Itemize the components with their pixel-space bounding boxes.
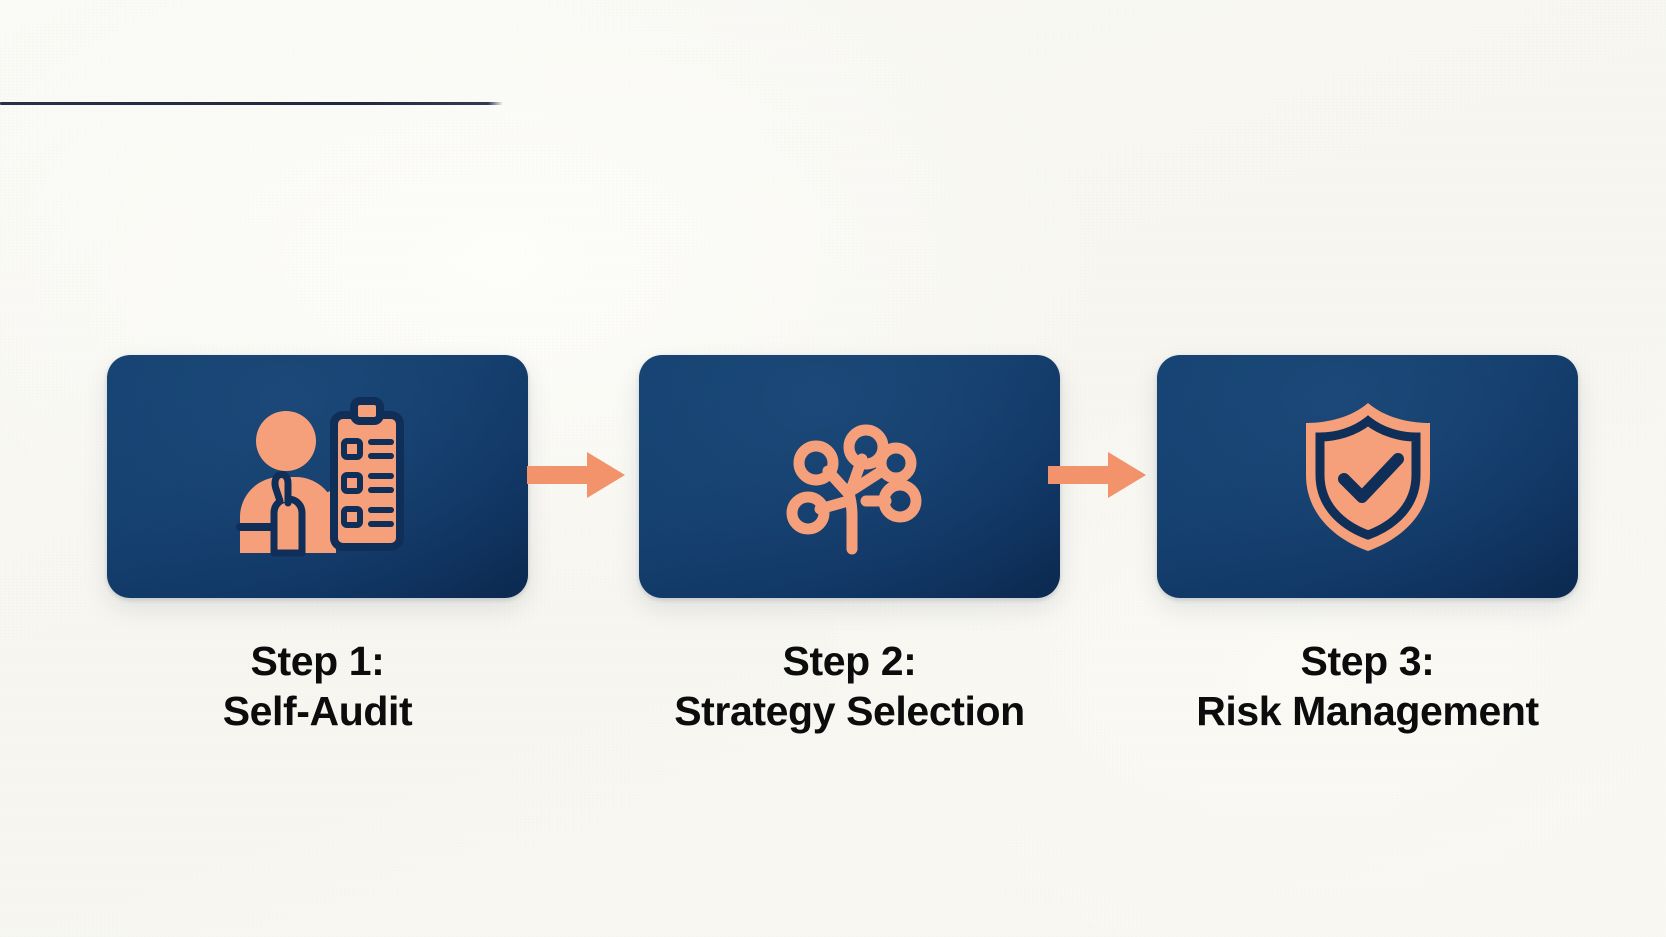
step-1-title: Step 1: [250, 638, 385, 684]
top-divider-rule [0, 102, 503, 105]
step-2-label: Step 2: Strategy Selection [639, 636, 1060, 736]
step-1: Step 1: Self-Audit [107, 355, 528, 736]
step-1-label: Step 1: Self-Audit [107, 636, 528, 736]
step-3-label: Step 3: Risk Management [1157, 636, 1578, 736]
step-1-subtitle: Self-Audit [222, 688, 413, 735]
step-3: Step 3: Risk Management [1157, 355, 1578, 736]
step-2: Step 2: Strategy Selection [639, 355, 1060, 736]
step-2-card [639, 355, 1060, 598]
step-3-title: Step 3: [1300, 638, 1435, 684]
decision-tree-icon [760, 392, 940, 562]
step-2-subtitle: Strategy Selection [674, 688, 1025, 735]
arrow-right-icon-1 [527, 452, 625, 498]
step-2-title: Step 2: [782, 638, 917, 684]
person-thumbs-up-clipboard-icon [228, 392, 408, 562]
step-1-card [107, 355, 528, 598]
step-3-card [1157, 355, 1578, 598]
shield-check-icon [1278, 392, 1458, 562]
step-3-subtitle: Risk Management [1196, 688, 1539, 735]
arrow-right-icon-2 [1048, 452, 1146, 498]
